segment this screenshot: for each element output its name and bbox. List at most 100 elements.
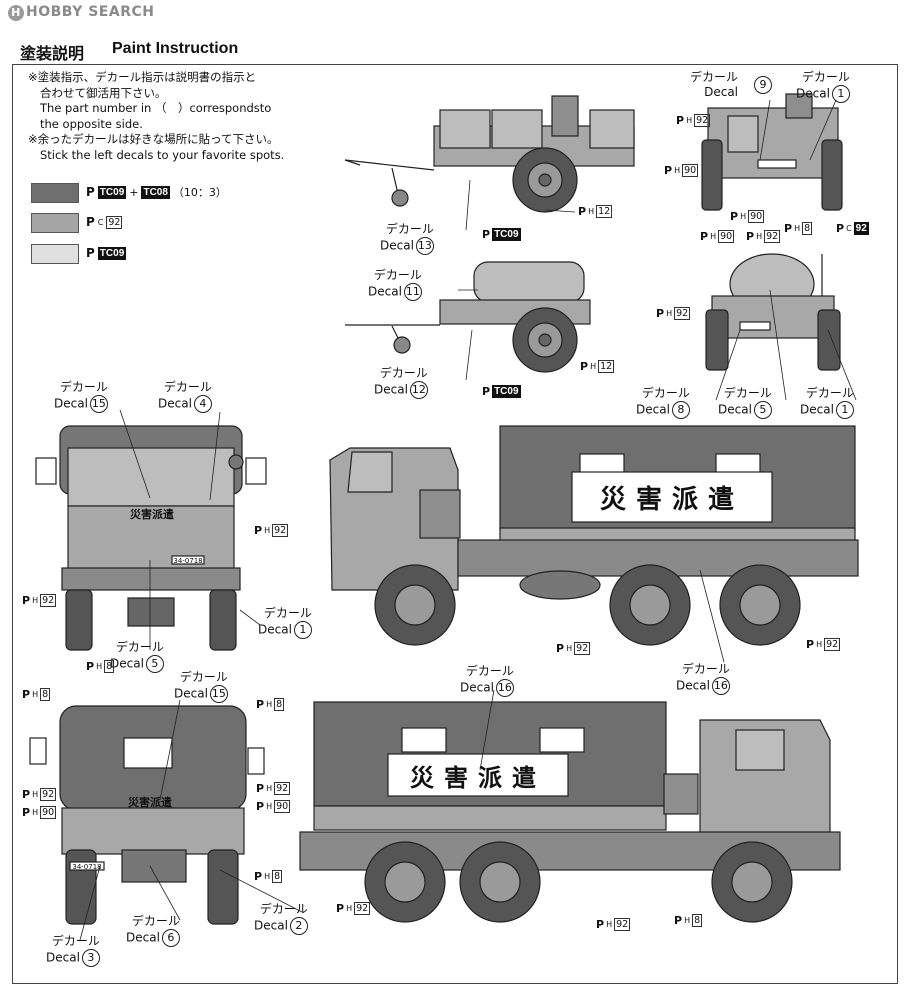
paint-box: 92 xyxy=(272,524,289,537)
paint-box: 92 xyxy=(354,902,371,915)
decal-number: 12 xyxy=(409,381,428,399)
paint-sub: H xyxy=(346,904,353,913)
paint-tag: TC09 xyxy=(97,185,127,199)
decal-number: 1 xyxy=(835,401,854,419)
decal-en: Decal xyxy=(258,622,292,637)
color-swatch-light xyxy=(31,244,79,264)
decal-en: Decal xyxy=(368,284,402,299)
paint-plus: + xyxy=(129,185,139,199)
paint-box: 92 xyxy=(106,215,123,229)
decal-jp: デカール xyxy=(681,662,730,676)
paint-sub: H xyxy=(32,790,39,799)
truck-front-drawing xyxy=(35,425,267,651)
decal-jp: デカール xyxy=(805,386,854,400)
note-line: ※塗装指示、デカール指示は説明書の指示と xyxy=(28,70,257,84)
paint-p: P xyxy=(580,360,589,373)
paint-sub: H xyxy=(590,362,597,371)
note-line: ※余ったデカールは好きな場所に貼って下さい。 xyxy=(28,132,279,146)
decal-jp: デカール xyxy=(373,268,422,282)
decal-jp: デカール xyxy=(263,606,312,620)
decal-jp: デカール xyxy=(465,664,514,678)
paint-box: 92 xyxy=(694,114,711,127)
paint-p: P xyxy=(806,638,815,651)
paint-p: P xyxy=(336,902,345,915)
paint-p: P xyxy=(730,210,739,223)
note-line: Stick the left decals to your favorite s… xyxy=(40,147,285,162)
plate-rear: 34-0718 xyxy=(72,863,101,871)
paint-sub: H xyxy=(266,802,273,811)
decal-en: Decal xyxy=(374,382,408,397)
paint-sub: H xyxy=(96,662,103,671)
decal-jp: デカール xyxy=(115,640,164,654)
decal-en: Decal xyxy=(54,396,88,411)
cab-text-front: 災害派遣 xyxy=(129,507,174,521)
paint-box: 90 xyxy=(682,164,699,177)
note-line: the opposite side. xyxy=(40,116,143,131)
decal-en: Decal xyxy=(46,950,80,965)
decal-en: Decal xyxy=(254,918,288,933)
cab-text-rear: 災害派遣 xyxy=(127,795,172,809)
decal-en: Decal xyxy=(800,402,834,417)
title-english: Paint Instruction xyxy=(112,40,239,57)
paint-sub: H xyxy=(32,596,39,605)
paint-tag: 92 xyxy=(853,222,869,235)
decal-jp: デカール xyxy=(379,366,428,380)
paint-sub: H xyxy=(32,808,39,817)
paint-box: 92 xyxy=(764,230,781,243)
paint-sub: H xyxy=(264,872,271,881)
decal-number: 2 xyxy=(289,917,308,935)
paint-sub: H xyxy=(566,644,573,653)
trailer-cylinder-rear-drawing xyxy=(705,253,841,371)
paint-p: P xyxy=(482,385,491,398)
note-line: 合わせて御活用下さい。 xyxy=(40,85,167,100)
notes: ※塗装指示、デカール指示は説明書の指示と 合わせて御活用下さい。 The par… xyxy=(28,70,284,163)
paint-sub: H xyxy=(756,232,763,241)
decal-number-9: 9 xyxy=(752,76,772,94)
paint-sub: C xyxy=(846,224,852,233)
paint-box: 8 xyxy=(104,660,115,673)
decal-en: Decal xyxy=(718,402,752,417)
decal-jp: デカール xyxy=(801,70,850,84)
paint-box: 92 xyxy=(614,918,631,931)
decal-number: 1 xyxy=(831,85,850,103)
paint-p: P xyxy=(86,660,95,673)
decal-en: Decal xyxy=(158,396,192,411)
note-line: The part number in （ ）correspondsto xyxy=(40,101,272,115)
decal-en: Decal xyxy=(110,656,144,671)
decal-jp: デカール xyxy=(179,670,228,684)
trailer-cylinder-side-drawing xyxy=(345,261,591,373)
paint-p: P xyxy=(254,524,263,537)
color-swatch-medium xyxy=(31,213,79,233)
decal-jp: デカール xyxy=(131,914,180,928)
paint-tag: TC09 xyxy=(492,228,521,241)
paint-sub: H xyxy=(684,916,691,925)
paint-p: P xyxy=(86,215,95,229)
paint-sub: H xyxy=(674,166,681,175)
instruction-frame xyxy=(12,64,898,984)
paint-p: P xyxy=(22,788,31,801)
trailer-tank-rear-drawing xyxy=(701,93,843,211)
